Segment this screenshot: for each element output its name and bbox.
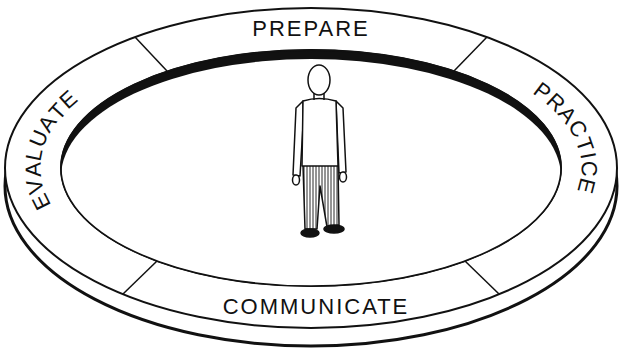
segment-divider (454, 37, 487, 71)
label-letter: E (573, 175, 601, 195)
person-trousers (303, 165, 339, 229)
segment-divider (135, 37, 167, 71)
ring-inner-edge (61, 50, 561, 286)
person-shoe (301, 229, 319, 237)
person-shoe (324, 225, 344, 233)
segment-label: EVALUATE (16, 83, 85, 218)
segment-label: COMMUNICATE (223, 294, 410, 319)
person-head (308, 65, 330, 95)
ring-segment: PRACTICE (526, 75, 606, 203)
person-figure (293, 65, 347, 237)
ring-segment: COMMUNICATE (219, 290, 414, 323)
person-shirt (302, 99, 338, 167)
ring-face (5, 8, 617, 328)
ring-segment: PREPARE (248, 12, 374, 45)
ring-hole (61, 59, 561, 295)
label-letter: C (576, 160, 601, 176)
ring-segment: EVALUATE (16, 83, 85, 218)
segment-divider (123, 261, 157, 294)
person-hand (293, 175, 300, 185)
label-letter: A (20, 162, 46, 177)
segment-divider (465, 261, 499, 294)
segment-label: PREPARE (252, 16, 370, 41)
segment-label: PRACTICE (526, 75, 606, 203)
person-hand (340, 172, 347, 182)
